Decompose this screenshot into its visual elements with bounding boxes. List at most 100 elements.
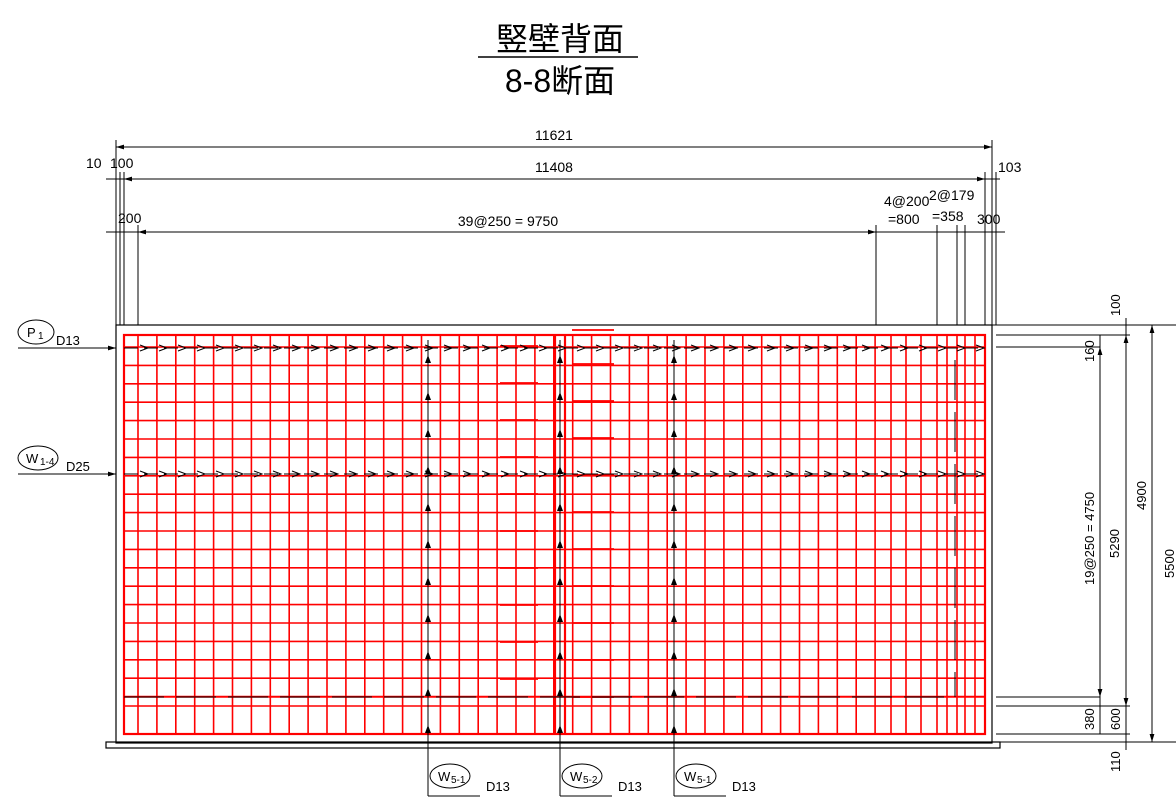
horizontal-marker-arrow bbox=[177, 470, 188, 478]
dim-v-5290: 5290 bbox=[1107, 529, 1122, 558]
vertical-bar-markers bbox=[425, 340, 677, 745]
horizontal-marker-arrow bbox=[633, 470, 644, 478]
horizontal-marker-arrow bbox=[272, 344, 283, 352]
dim-right-edge: 103 bbox=[998, 159, 1022, 175]
vertical-marker-arrow bbox=[671, 651, 677, 659]
horizontal-marker-arrow bbox=[386, 344, 397, 352]
horizontal-marker-arrow bbox=[804, 470, 815, 478]
vertical-marker-arrow bbox=[425, 392, 431, 400]
horizontal-marker-arrow bbox=[443, 344, 454, 352]
horizontal-marker-arrow bbox=[158, 344, 169, 352]
tag-w5-1-right: W 5-1 D13 bbox=[673, 745, 756, 797]
horizontal-marker-arrow bbox=[177, 344, 188, 352]
horizontal-marker-arrow bbox=[614, 344, 625, 352]
horizontal-marker-arrow bbox=[880, 344, 891, 352]
horizontal-marker-arrow bbox=[386, 470, 397, 478]
tag-w5-1-left: W 5-1 D13 bbox=[427, 745, 510, 797]
horizontal-marker-arrow bbox=[956, 344, 967, 352]
tag-w5-2-mark: W bbox=[570, 769, 583, 784]
vertical-marker-arrow bbox=[557, 614, 563, 622]
tag-w1-4-mark: W bbox=[26, 451, 39, 466]
horizontal-marker-arrow bbox=[709, 344, 720, 352]
tag-w5-1-right-sub: 5-1 bbox=[697, 775, 712, 786]
vertical-marker-arrow bbox=[425, 466, 431, 474]
vertical-marker-arrow bbox=[671, 614, 677, 622]
dim-left-cover: 10 bbox=[86, 155, 102, 171]
tag-p1-mark: P bbox=[27, 325, 36, 340]
dim-v-bottom-space: 380 bbox=[1082, 708, 1097, 730]
dim-spacing-c-count: 2@179 bbox=[929, 187, 975, 203]
vertical-marker-arrow bbox=[671, 429, 677, 437]
horizontal-marker-arrow bbox=[823, 470, 834, 478]
vertical-marker-arrow bbox=[425, 503, 431, 511]
vertical-dimensions bbox=[992, 318, 1176, 750]
vertical-marker-arrow bbox=[557, 577, 563, 585]
dim-v-top-cover: 100 bbox=[1108, 294, 1123, 316]
dim-spacing-b-count: 4@200 bbox=[884, 193, 930, 209]
vertical-marker-arrow bbox=[557, 503, 563, 511]
horizontal-marker-arrow bbox=[842, 344, 853, 352]
horizontal-marker-arrow bbox=[462, 470, 473, 478]
horizontal-marker-arrow bbox=[253, 470, 264, 478]
vertical-marker-arrow bbox=[557, 540, 563, 548]
horizontal-marker-arrow bbox=[804, 344, 815, 352]
horizontal-marker-arrow bbox=[595, 470, 606, 478]
horizontal-marker-arrow bbox=[215, 344, 226, 352]
horizontal-marker-arrow bbox=[538, 344, 549, 352]
horizontal-marker-arrow bbox=[728, 470, 739, 478]
horizontal-marker-arrow bbox=[975, 470, 986, 478]
vertical-marker-arrow bbox=[557, 429, 563, 437]
horizontal-marker-arrow bbox=[234, 344, 245, 352]
horizontal-marker-arrow bbox=[253, 344, 264, 352]
horizontal-marker-arrow bbox=[766, 470, 777, 478]
section-title: 8-8断面 bbox=[505, 63, 615, 99]
horizontal-marker-arrow bbox=[196, 470, 207, 478]
dim-overall-width: 11621 bbox=[535, 127, 573, 143]
dim-v-4900: 4900 bbox=[1134, 481, 1149, 510]
horizontal-marker-arrow bbox=[918, 344, 929, 352]
horizontal-marker-arrow bbox=[519, 344, 530, 352]
horizontal-marker-arrow bbox=[329, 344, 340, 352]
horizontal-marker-arrow bbox=[747, 470, 758, 478]
tag-w5-1-right-dia: D13 bbox=[732, 779, 756, 794]
horizontal-marker-arrow bbox=[481, 470, 492, 478]
horizontal-marker-arrow bbox=[747, 344, 758, 352]
vertical-marker-arrow bbox=[557, 355, 563, 363]
horizontal-marker-arrow bbox=[538, 470, 549, 478]
dim-v-spacing: 19@250 = 4750 bbox=[1082, 492, 1097, 585]
vertical-marker-arrow bbox=[557, 725, 563, 733]
tag-w5-1-left-dia: D13 bbox=[486, 779, 510, 794]
horizontal-marker-arrow bbox=[633, 344, 644, 352]
horizontal-marker-arrow bbox=[196, 344, 207, 352]
horizontal-marker-arrow bbox=[861, 470, 872, 478]
vertical-marker-arrow bbox=[557, 651, 563, 659]
tag-w1-4-dia: D25 bbox=[66, 459, 90, 474]
vertical-marker-arrow bbox=[425, 614, 431, 622]
horizontal-marker-arrow bbox=[291, 470, 302, 478]
tag-p1-dia: D13 bbox=[56, 333, 80, 348]
vertical-marker-arrow bbox=[671, 540, 677, 548]
tag-w1-4: W 1-4 D25 bbox=[17, 445, 116, 477]
dim-v-110: 110 bbox=[1108, 751, 1123, 772]
horizontal-marker-arrow bbox=[842, 470, 853, 478]
horizontal-marker-arrow bbox=[310, 344, 321, 352]
vertical-marker-arrow bbox=[671, 392, 677, 400]
vertical-marker-arrow bbox=[671, 725, 677, 733]
horizontal-marker-arrow bbox=[728, 344, 739, 352]
horizontal-marker-arrow bbox=[899, 344, 910, 352]
vertical-marker-arrow bbox=[557, 392, 563, 400]
tag-w5-1-right-mark: W bbox=[684, 769, 697, 784]
tag-w5-2: W 5-2 D13 bbox=[559, 745, 642, 797]
horizontal-marker-arrow bbox=[975, 344, 986, 352]
horizontal-marker-arrow bbox=[462, 344, 473, 352]
vertical-marker-arrow bbox=[671, 577, 677, 585]
tag-w5-1-left-mark: W bbox=[438, 769, 451, 784]
dim-left-edge: 100 bbox=[110, 155, 134, 171]
horizontal-marker-arrow bbox=[652, 470, 663, 478]
tag-w5-2-sub: 5-2 bbox=[583, 775, 598, 786]
horizontal-marker-arrow bbox=[690, 344, 701, 352]
dim-first-space: 200 bbox=[118, 210, 142, 226]
vertical-marker-arrow bbox=[425, 577, 431, 585]
vertical-marker-arrow bbox=[557, 688, 563, 696]
